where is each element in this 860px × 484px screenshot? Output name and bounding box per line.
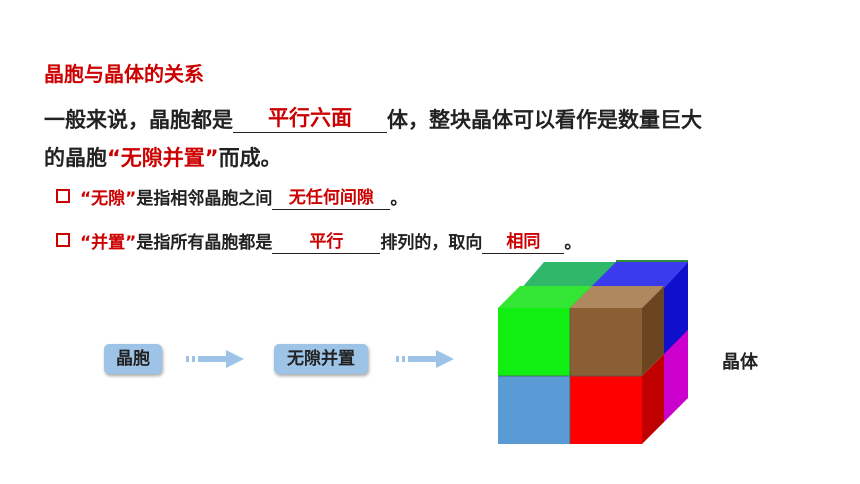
seamless-stacking-box: 无隙并置	[274, 344, 368, 374]
bullet-square-icon	[56, 189, 70, 203]
crystal-label: 晶体	[722, 352, 758, 373]
answer-text: 相同	[506, 232, 541, 252]
blank-answer: 无任何间隙	[272, 188, 391, 210]
para-text: 而成。	[218, 146, 282, 170]
quoted-term: “无隙并置”	[107, 146, 219, 170]
blank-answer: 平行六面	[233, 106, 387, 133]
right-arrow-icon	[186, 350, 244, 368]
cube-top-back-left	[520, 262, 616, 290]
crystal-cube-illustration	[498, 260, 688, 444]
bullet-term: “并置”	[80, 233, 137, 253]
cube-side-red	[642, 354, 664, 444]
cube-front-green	[498, 308, 570, 376]
cube-top-front-left	[498, 286, 592, 308]
cube-front-red	[570, 376, 642, 444]
cube-top-front-right	[570, 286, 664, 308]
bullet-end: 。	[390, 189, 408, 209]
right-arrow-icon	[396, 350, 454, 368]
bullet-text: 排列的，取向	[380, 233, 483, 253]
blank-answer: 平行	[272, 232, 381, 254]
answer-text: 平行	[309, 232, 344, 252]
cube-side-blue	[664, 262, 688, 356]
bullet-text: 是指相邻晶胞之间	[136, 189, 273, 209]
bullet-end: 。	[564, 233, 582, 253]
bullet-item: “并置”是指所有晶胞都是 平行 排列的，取向 相同 。	[56, 228, 581, 254]
para-text: 一般来说，晶胞都是	[44, 108, 233, 132]
cube-side-magenta	[664, 330, 688, 422]
para-text: 的晶胞	[44, 146, 107, 170]
para-text: 体，整块晶体可以看作是数量巨大	[387, 108, 702, 132]
answer-text: 平行六面	[268, 106, 352, 130]
para-line-2: 的晶胞“无隙并置”而成。	[44, 142, 282, 172]
bullet-term: “无隙”	[80, 189, 137, 209]
cube-front-lightblue	[498, 376, 570, 444]
cube-top-back-right	[590, 262, 688, 288]
blank-answer: 相同	[482, 232, 565, 254]
section-heading: 晶胞与晶体的关系	[44, 62, 204, 86]
bullet-text: 是指所有晶胞都是	[136, 233, 273, 253]
bullet-item: “无隙”是指相邻晶胞之间 无任何间隙。	[56, 184, 407, 210]
cube-side-brown	[642, 286, 664, 376]
para-line-1: 一般来说，晶胞都是 平行六面 体，整块晶体可以看作是数量巨大	[44, 104, 702, 134]
unit-cell-box: 晶胞	[104, 344, 162, 374]
answer-text: 无任何间隙	[288, 188, 374, 208]
bullet-square-icon	[56, 233, 70, 247]
cube-front-brown	[570, 308, 642, 376]
